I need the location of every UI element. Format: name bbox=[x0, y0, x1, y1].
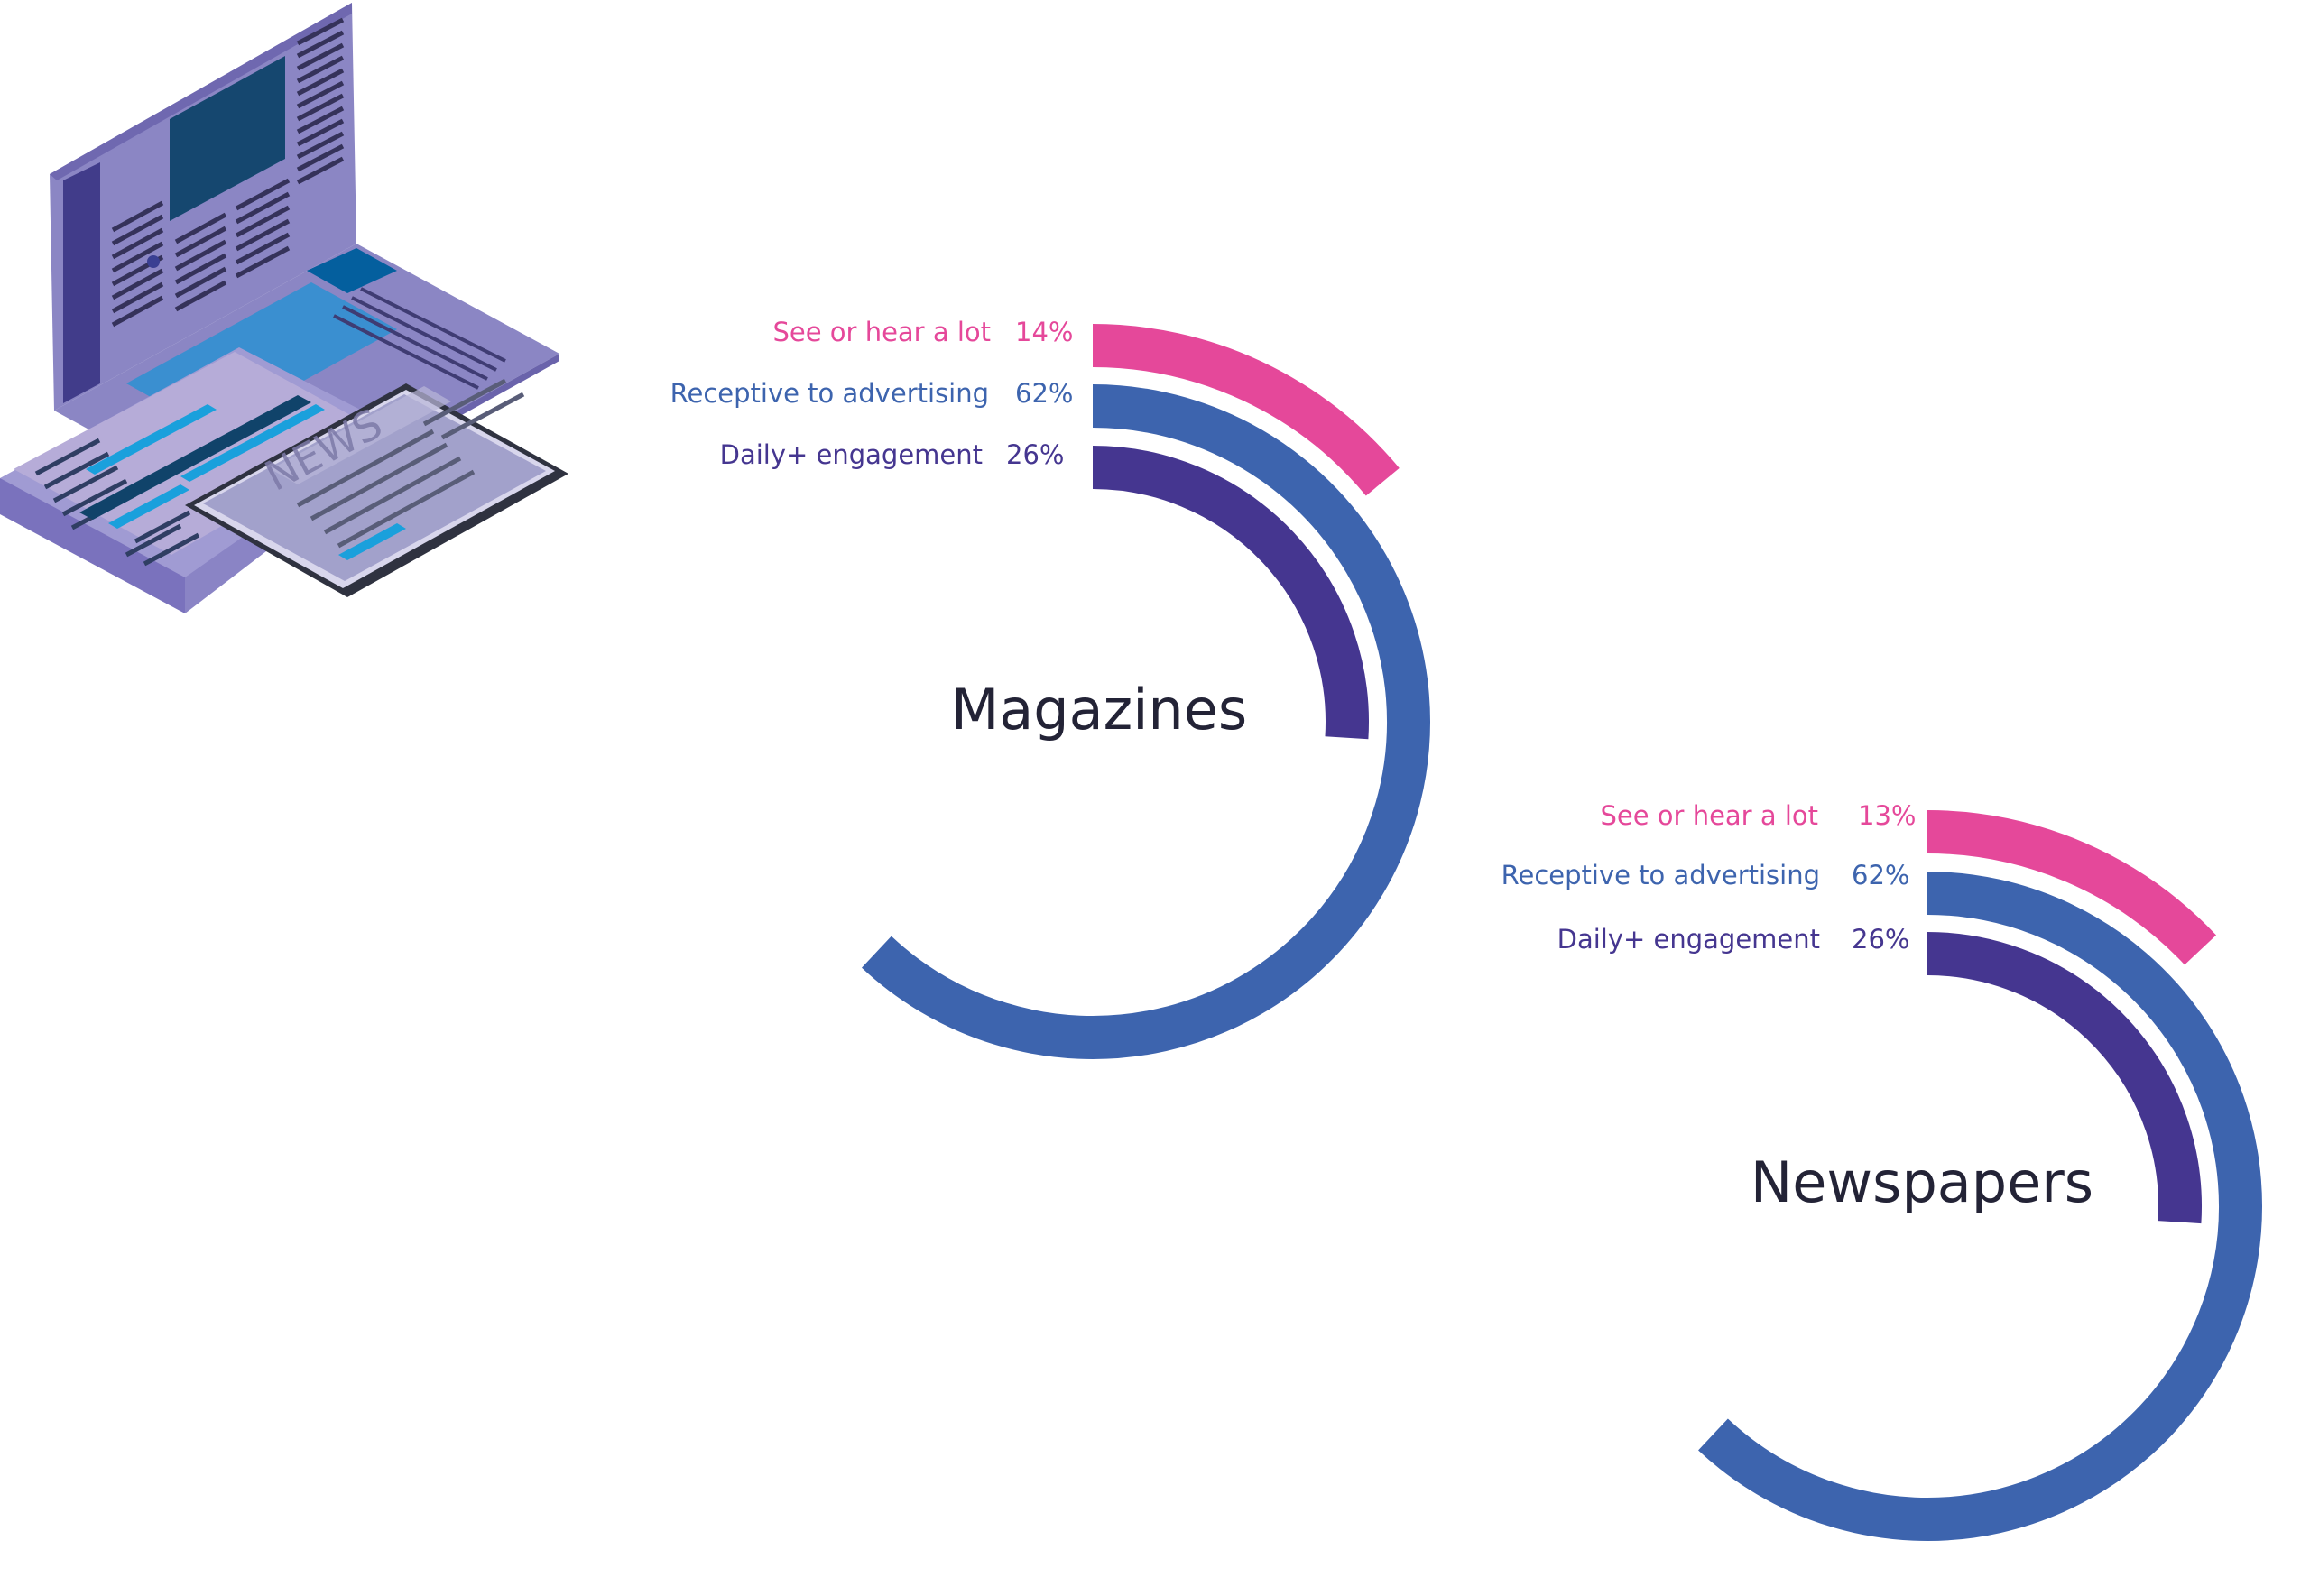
newspapers-legend-label-receptive: Receptive to advertising bbox=[1502, 860, 1820, 890]
newspapers-legend-label-daily: Daily+ engagement bbox=[1557, 924, 1820, 955]
newspapers-legend-label-see-or-hear: See or hear a lot bbox=[1601, 800, 1819, 831]
newspapers-arc-see-or-hear bbox=[1927, 810, 2217, 965]
laptop-newspaper-tablet-icon: NEWS bbox=[0, 3, 568, 613]
magazines-legend-label-see-or-hear: See or hear a lot bbox=[773, 317, 992, 347]
magazines-legend-label-daily: Daily+ engagement bbox=[720, 439, 983, 470]
magazines-arc-daily bbox=[1092, 446, 1369, 740]
magazines-arc-receptive bbox=[862, 384, 1430, 1059]
magazines-legend-label-receptive: Receptive to advertising bbox=[670, 378, 989, 409]
magazines-arc-see-or-hear bbox=[1092, 324, 1400, 496]
newspapers-chart: See or hear a lot 13% Receptive to adver… bbox=[1502, 800, 2262, 1541]
magazines-title: Magazines bbox=[951, 677, 1247, 743]
newspapers-legend-value-see-or-hear: 13% bbox=[1858, 800, 1916, 831]
newspapers-arc-receptive bbox=[1698, 872, 2262, 1541]
magazines-legend-value-receptive: 62% bbox=[1015, 378, 1073, 409]
magazines-legend-value-see-or-hear: 14% bbox=[1015, 317, 1073, 347]
magazines-chart: See or hear a lot 14% Receptive to adver… bbox=[670, 317, 1430, 1059]
magazines-legend-value-daily: 26% bbox=[1006, 439, 1064, 470]
newspapers-legend-value-receptive: 62% bbox=[1852, 860, 1909, 890]
newspapers-legend-value-daily: 26% bbox=[1852, 924, 1909, 955]
newspapers-title: Newspapers bbox=[1751, 1149, 2093, 1215]
newspapers-arc-daily bbox=[1927, 932, 2202, 1224]
